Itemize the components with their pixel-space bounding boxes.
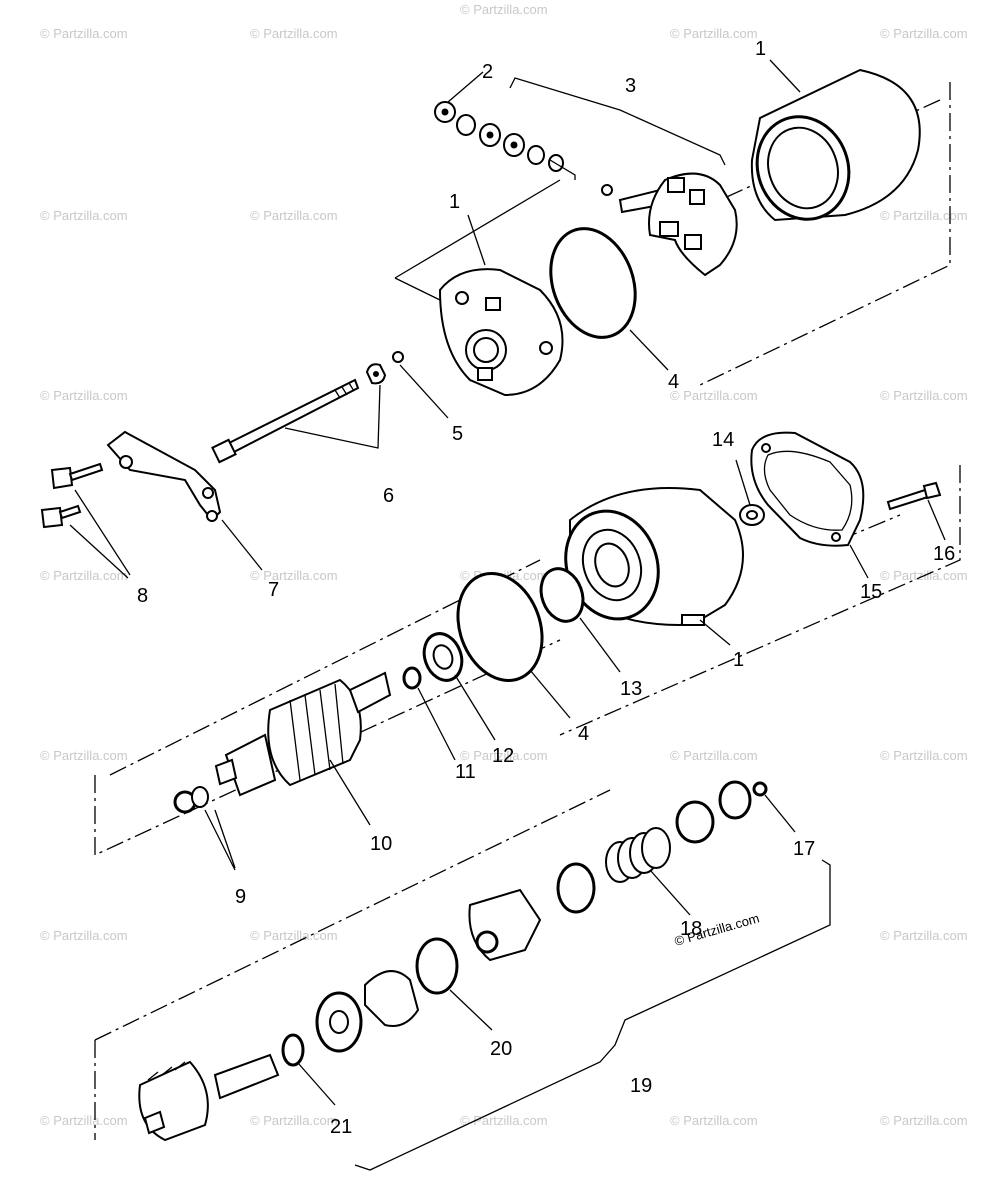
sleeve bbox=[675, 800, 715, 844]
watermark: © Partzilla.com bbox=[670, 388, 758, 403]
callout-16: 16 bbox=[933, 543, 955, 565]
watermark: © Partzilla.com bbox=[250, 208, 338, 223]
washer-14-hole bbox=[746, 510, 758, 520]
leader-8 bbox=[69, 489, 131, 579]
washer-plate-hole bbox=[329, 1010, 349, 1034]
watermark: © Partzilla.com bbox=[40, 748, 128, 763]
through-bolt bbox=[211, 363, 387, 464]
bracket-3 bbox=[509, 77, 726, 166]
o-ring-lower bbox=[456, 572, 544, 682]
clip-17 bbox=[752, 781, 768, 797]
callout-9: 9 bbox=[235, 886, 246, 908]
mount-bracket bbox=[106, 430, 222, 522]
watermark: © Partzilla.com bbox=[880, 1113, 968, 1128]
callout-6: 6 bbox=[383, 485, 394, 507]
watermark: © Partzilla.com bbox=[250, 26, 338, 41]
end-cover bbox=[438, 268, 564, 397]
callout-17: 17 bbox=[793, 838, 815, 860]
o-ring-13 bbox=[539, 567, 585, 623]
leader-lines bbox=[297, 59, 946, 1106]
watermark: © Partzilla.com bbox=[460, 748, 548, 763]
watermark: © Partzilla.com bbox=[250, 928, 338, 943]
callout-11: 11 bbox=[455, 761, 476, 783]
ring-11 bbox=[402, 666, 422, 690]
collar bbox=[556, 862, 596, 914]
gasket bbox=[750, 431, 865, 547]
callout-19: 19 bbox=[630, 1075, 652, 1097]
callout-2: 2 bbox=[482, 61, 493, 83]
callout-21: 21 bbox=[330, 1116, 352, 1138]
callout-4-top: 4 bbox=[668, 371, 679, 393]
callout-1-lower: 1 bbox=[733, 649, 744, 671]
leader-7 bbox=[221, 519, 263, 571]
callout-14: 14 bbox=[712, 429, 734, 451]
callouts: 1 2 3 1 4 5 6 7 8 14 16 15 1 13 4 12 11 … bbox=[137, 38, 955, 1138]
front-housing bbox=[564, 487, 744, 627]
watermark: © Partzilla.com bbox=[40, 1113, 128, 1128]
bracket-1-mid bbox=[394, 179, 561, 301]
callout-20: 20 bbox=[490, 1038, 512, 1060]
watermark: © Partzilla.com bbox=[40, 26, 128, 41]
brush-holder bbox=[601, 172, 738, 277]
watermark: © Partzilla.com bbox=[40, 568, 128, 583]
watermark: © Partzilla.com bbox=[880, 748, 968, 763]
callout-5: 5 bbox=[452, 423, 463, 445]
leader-6 bbox=[284, 384, 381, 449]
clutch-gear bbox=[468, 888, 542, 962]
watermark: © Partzilla.com bbox=[880, 26, 968, 41]
watermark: © Partzilla.com bbox=[880, 388, 968, 403]
watermark: © Partzilla.com bbox=[250, 1113, 338, 1128]
callout-15: 15 bbox=[860, 581, 882, 603]
watermark: © Partzilla.com bbox=[250, 568, 338, 583]
brush-parts bbox=[173, 786, 209, 814]
o-ring-top bbox=[549, 227, 637, 339]
bearing-12 bbox=[422, 632, 464, 682]
watermark: © Partzilla.com bbox=[670, 1113, 758, 1128]
watermark: © Partzilla.com bbox=[880, 928, 968, 943]
callout-1-top: 1 bbox=[755, 38, 766, 60]
watermark: © Partzilla.com bbox=[460, 1113, 548, 1128]
yoke-housing bbox=[750, 68, 921, 222]
watermark: © Partzilla.com bbox=[460, 2, 548, 17]
callout-12: 12 bbox=[492, 745, 514, 767]
cup bbox=[718, 780, 752, 820]
callout-3: 3 bbox=[625, 75, 636, 97]
armature bbox=[214, 671, 392, 797]
leader-9 bbox=[204, 809, 236, 871]
mount-bolts bbox=[40, 462, 104, 529]
bracket-19 bbox=[354, 859, 831, 1171]
watermark: © Partzilla.com bbox=[670, 748, 758, 763]
thrust-washer bbox=[364, 970, 420, 1027]
callout-18: 18 bbox=[680, 918, 702, 940]
callout-8: 8 bbox=[137, 585, 148, 607]
callout-7: 7 bbox=[268, 579, 279, 601]
callout-4-lower: 4 bbox=[578, 723, 589, 745]
watermark: © Partzilla.com bbox=[670, 26, 758, 41]
watermark: © Partzilla.com bbox=[40, 928, 128, 943]
terminal-nut-and-washers bbox=[434, 101, 576, 180]
callout-10: 10 bbox=[370, 833, 392, 855]
callout-1-mid: 1 bbox=[449, 191, 460, 213]
watermark: © Partzilla.com bbox=[40, 208, 128, 223]
ring-20 bbox=[415, 937, 459, 995]
washer-5 bbox=[392, 351, 404, 363]
callout-13: 13 bbox=[620, 678, 642, 700]
watermark: © Partzilla.com bbox=[880, 208, 968, 223]
pinion-shaft bbox=[138, 1053, 280, 1142]
clip-21 bbox=[281, 1033, 305, 1067]
watermark: © Partzilla.com bbox=[40, 388, 128, 403]
screw-16 bbox=[886, 481, 942, 511]
spring-18 bbox=[605, 827, 671, 883]
